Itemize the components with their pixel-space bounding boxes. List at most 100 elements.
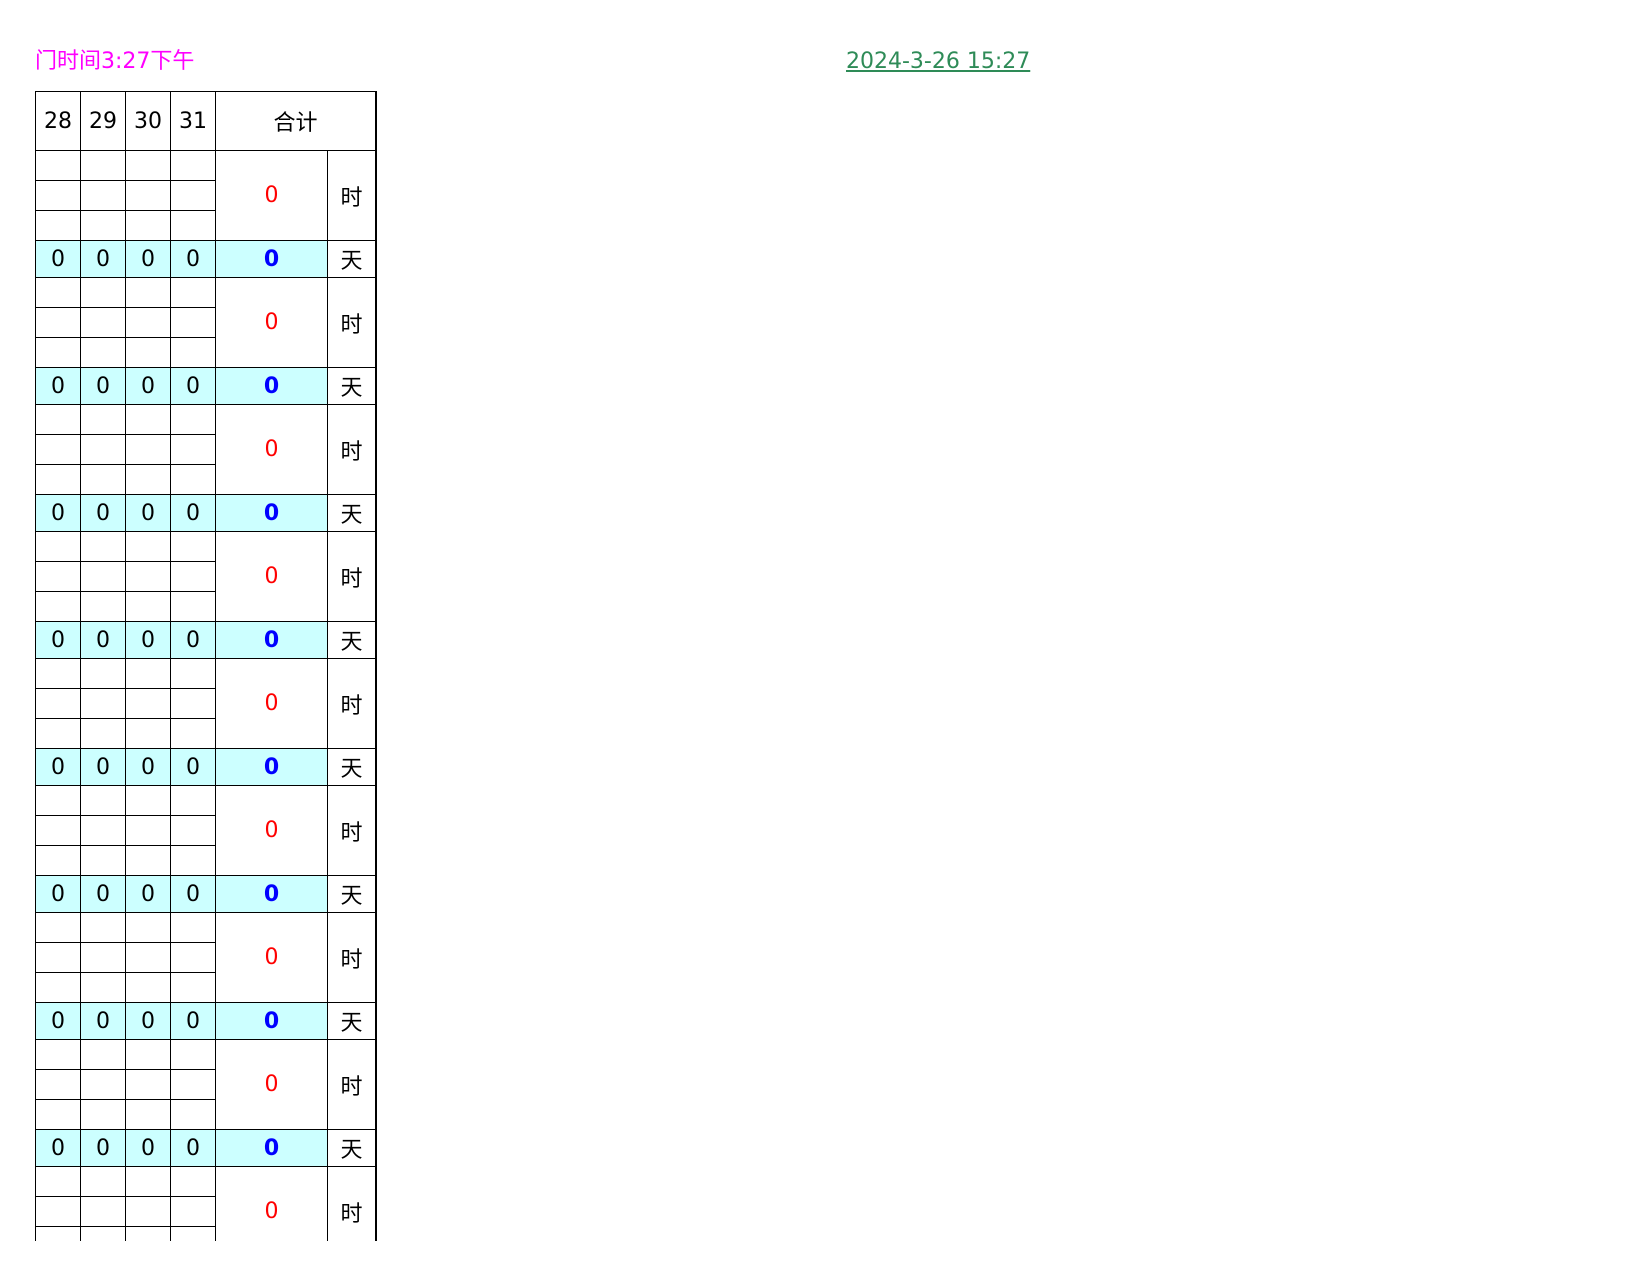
entry-cell[interactable]: [35, 1039, 81, 1070]
entry-cell[interactable]: [80, 1226, 126, 1241]
entry-cell[interactable]: [35, 561, 81, 592]
entry-cell[interactable]: [125, 1099, 171, 1130]
entry-cell[interactable]: [35, 337, 81, 368]
entry-cell[interactable]: [170, 464, 216, 495]
entry-cell[interactable]: [35, 658, 81, 689]
entry-cell[interactable]: [125, 307, 171, 338]
entry-cell[interactable]: [35, 434, 81, 465]
entry-cell[interactable]: [80, 561, 126, 592]
timestamp-link[interactable]: 2024-3-26 15:27: [846, 49, 1031, 74]
entry-cell[interactable]: [125, 561, 171, 592]
entry-cell[interactable]: [80, 337, 126, 368]
entry-cell[interactable]: [35, 1099, 81, 1130]
entry-cell[interactable]: [80, 1099, 126, 1130]
entry-cell[interactable]: [80, 972, 126, 1003]
entry-cell[interactable]: [35, 718, 81, 749]
entry-cell[interactable]: [170, 942, 216, 973]
entry-cell[interactable]: [80, 845, 126, 876]
entry-cell[interactable]: [35, 845, 81, 876]
entry-cell[interactable]: [80, 658, 126, 689]
entry-cell[interactable]: [170, 1069, 216, 1100]
entry-cell[interactable]: [125, 815, 171, 846]
entry-cell[interactable]: [125, 1069, 171, 1100]
entry-cell[interactable]: [125, 1196, 171, 1227]
entry-cell[interactable]: [80, 1166, 126, 1197]
entry-cell[interactable]: [125, 1226, 171, 1241]
entry-cell[interactable]: [125, 785, 171, 816]
entry-cell[interactable]: [80, 307, 126, 338]
entry-cell[interactable]: [80, 464, 126, 495]
entry-cell[interactable]: [170, 591, 216, 622]
entry-cell[interactable]: [80, 688, 126, 719]
entry-cell[interactable]: [35, 404, 81, 435]
entry-cell[interactable]: [80, 815, 126, 846]
entry-cell[interactable]: [80, 404, 126, 435]
entry-cell[interactable]: [170, 434, 216, 465]
entry-cell[interactable]: [170, 972, 216, 1003]
entry-cell[interactable]: [125, 210, 171, 241]
entry-cell[interactable]: [125, 277, 171, 308]
entry-cell[interactable]: [125, 972, 171, 1003]
entry-cell[interactable]: [35, 464, 81, 495]
entry-cell[interactable]: [80, 942, 126, 973]
entry-cell[interactable]: [35, 307, 81, 338]
entry-cell[interactable]: [80, 785, 126, 816]
entry-cell[interactable]: [170, 307, 216, 338]
entry-cell[interactable]: [80, 210, 126, 241]
entry-cell[interactable]: [35, 531, 81, 562]
entry-cell[interactable]: [125, 434, 171, 465]
entry-cell[interactable]: [125, 531, 171, 562]
entry-cell[interactable]: [170, 1226, 216, 1241]
entry-cell[interactable]: [125, 591, 171, 622]
entry-cell[interactable]: [125, 1039, 171, 1070]
entry-cell[interactable]: [170, 1039, 216, 1070]
entry-cell[interactable]: [125, 464, 171, 495]
entry-cell[interactable]: [80, 912, 126, 943]
entry-cell[interactable]: [80, 1069, 126, 1100]
entry-cell[interactable]: [170, 1166, 216, 1197]
entry-cell[interactable]: [35, 591, 81, 622]
entry-cell[interactable]: [170, 1196, 216, 1227]
entry-cell[interactable]: [125, 1166, 171, 1197]
entry-cell[interactable]: [35, 1196, 81, 1227]
entry-cell[interactable]: [125, 180, 171, 211]
entry-cell[interactable]: [80, 150, 126, 181]
entry-cell[interactable]: [35, 277, 81, 308]
entry-cell[interactable]: [170, 912, 216, 943]
entry-cell[interactable]: [170, 718, 216, 749]
entry-cell[interactable]: [35, 815, 81, 846]
entry-cell[interactable]: [35, 912, 81, 943]
entry-cell[interactable]: [35, 210, 81, 241]
entry-cell[interactable]: [125, 688, 171, 719]
entry-cell[interactable]: [35, 942, 81, 973]
entry-cell[interactable]: [170, 561, 216, 592]
entry-cell[interactable]: [170, 150, 216, 181]
entry-cell[interactable]: [125, 404, 171, 435]
entry-cell[interactable]: [125, 845, 171, 876]
entry-cell[interactable]: [80, 1196, 126, 1227]
entry-cell[interactable]: [170, 658, 216, 689]
entry-cell[interactable]: [80, 277, 126, 308]
entry-cell[interactable]: [170, 210, 216, 241]
entry-cell[interactable]: [35, 688, 81, 719]
entry-cell[interactable]: [35, 150, 81, 181]
entry-cell[interactable]: [125, 718, 171, 749]
entry-cell[interactable]: [80, 591, 126, 622]
entry-cell[interactable]: [35, 1166, 81, 1197]
entry-cell[interactable]: [35, 1069, 81, 1100]
entry-cell[interactable]: [80, 180, 126, 211]
entry-cell[interactable]: [170, 1099, 216, 1130]
entry-cell[interactable]: [125, 912, 171, 943]
entry-cell[interactable]: [80, 434, 126, 465]
entry-cell[interactable]: [125, 942, 171, 973]
entry-cell[interactable]: [35, 1226, 81, 1241]
entry-cell[interactable]: [170, 337, 216, 368]
entry-cell[interactable]: [125, 150, 171, 181]
entry-cell[interactable]: [80, 718, 126, 749]
entry-cell[interactable]: [80, 531, 126, 562]
entry-cell[interactable]: [35, 180, 81, 211]
entry-cell[interactable]: [125, 658, 171, 689]
entry-cell[interactable]: [170, 845, 216, 876]
entry-cell[interactable]: [35, 972, 81, 1003]
entry-cell[interactable]: [170, 688, 216, 719]
